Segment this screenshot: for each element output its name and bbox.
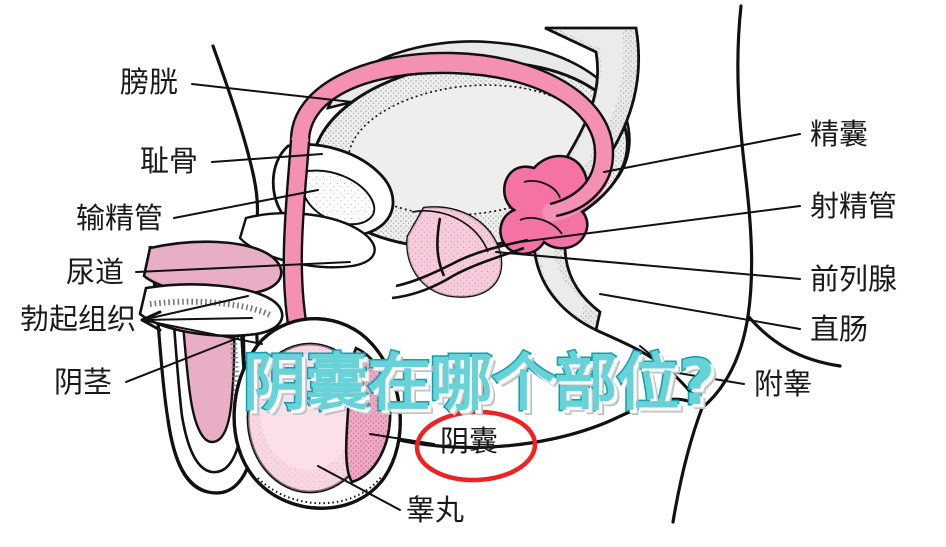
ejaculatory-duct-group — [391, 217, 529, 300]
label-urethra: 尿道 — [66, 255, 125, 289]
scrotum-highlight-ellipse — [414, 409, 538, 483]
seminal-vesicle-shape — [499, 154, 589, 256]
seminal-vesicle-fold-2 — [519, 217, 563, 235]
label-testis: 睾丸 — [406, 493, 465, 527]
leader-penis — [125, 337, 239, 383]
leader-erectile-tissue-fan — [140, 295, 263, 345]
leader-lines-group — [125, 83, 801, 511]
buttock-outline-line — [746, 314, 842, 368]
leader-scrotum — [369, 433, 435, 445]
seminal-vesicle-group — [499, 154, 589, 256]
leader-ejaculatory-duct — [519, 205, 801, 243]
pubic-bone-stipple — [299, 168, 375, 225]
thigh-outline-line — [671, 406, 704, 524]
label-bladder: 膀胱 — [120, 65, 179, 99]
label-epididymis: 附睾 — [754, 367, 813, 401]
leader-bladder — [191, 83, 353, 103]
leader-pubic-bone — [211, 153, 323, 163]
urethra-bladder-neck — [436, 217, 446, 277]
vas-deferens-loop-edge-bottom — [307, 71, 597, 206]
epididymis-stipple — [346, 348, 391, 482]
seminal-vesicle-fold-1 — [523, 180, 561, 199]
label-penis: 阴茎 — [54, 365, 113, 399]
label-prostate: 前列腺 — [810, 262, 898, 296]
label-ejaculatory-duct: 射精管 — [810, 189, 898, 223]
label-erectile-tissue: 勃起组织 — [20, 302, 137, 336]
leader-urethra — [135, 261, 351, 273]
anal-canal-outline — [595, 328, 704, 409]
leader-testis — [317, 465, 401, 511]
overlay-question-label: 阴囊在哪个部位? — [241, 346, 716, 419]
vas-deferens-loop-edge-top — [289, 51, 615, 153]
label-pubic-bone: 耻骨 — [140, 144, 199, 178]
perineum-outline-line — [370, 397, 704, 450]
leader-prostate — [495, 251, 801, 280]
leader-epididymis — [671, 371, 745, 385]
label-vas-deferens: 输精管 — [76, 201, 164, 235]
leader-vas-deferens — [173, 189, 319, 219]
scrotum-group — [232, 317, 402, 510]
label-rectum: 直肠 — [810, 312, 869, 346]
label-seminal-vesicle: 精囊 — [810, 117, 869, 151]
leader-rectum — [599, 293, 801, 330]
leader-seminal-vesicle — [603, 133, 801, 173]
vas-deferens-ampulla-end — [555, 151, 615, 218]
vas-deferens-loop — [290, 52, 614, 222]
back-outline-line — [700, 4, 754, 410]
leader-epididymis-kink — [639, 345, 673, 373]
label-scrotum: 阴囊 — [440, 424, 499, 458]
penis-group — [138, 240, 284, 495]
urethra-prostatic-line — [391, 246, 525, 300]
prostate-capsule-line — [411, 210, 489, 253]
overlay-question-text: 阴囊在哪个部位? — [241, 350, 716, 415]
ejaculatory-duct-line — [395, 238, 529, 288]
pubic-bone-group — [238, 143, 395, 269]
